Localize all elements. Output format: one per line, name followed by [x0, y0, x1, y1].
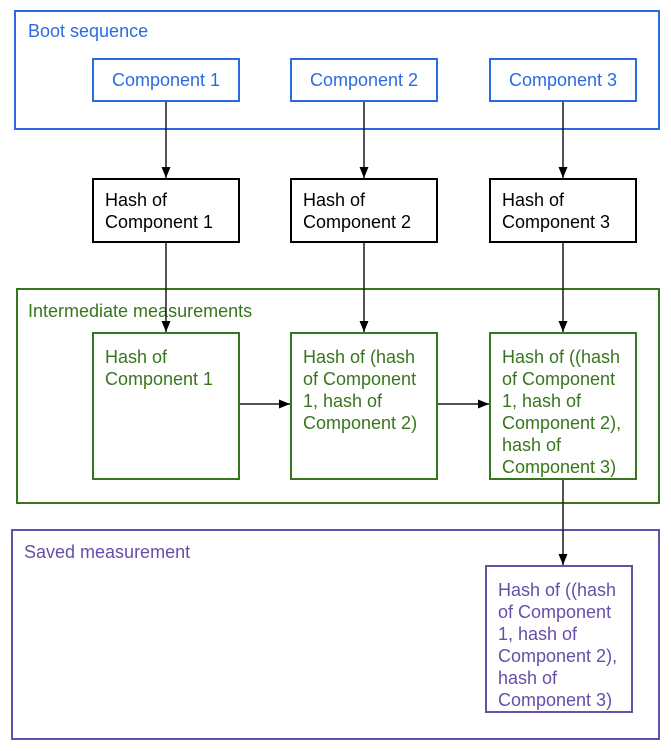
boot-sequence-container: Boot sequence Component 1 Component 2 Co…	[14, 10, 660, 130]
component-3-box: Component 3	[489, 58, 637, 102]
intermediate-measurements-label: Intermediate measurements	[28, 301, 253, 321]
component-1-label: Component 1	[111, 70, 221, 90]
intermediate-measurement-1-box: Hash of Component 1	[92, 332, 240, 480]
intermediate-measurements-container: Intermediate measurements Hash of Compon…	[16, 288, 660, 504]
hash-of-component-3-text: Hash of Component 3	[502, 189, 611, 232]
component-3-label: Component 3	[508, 70, 618, 90]
intermediate-measurement-3-text: Hash of ((hash of Component 1, hash of C…	[502, 347, 622, 477]
saved-measurement-label: Saved measurement	[24, 542, 191, 562]
hash-of-component-2-text: Hash of Component 2	[303, 189, 412, 232]
hash-of-component-1-text: Hash of Component 1	[105, 189, 214, 232]
saved-measurement-container: Saved measurement Hash of ((hash of Comp…	[11, 529, 660, 740]
component-2-box: Component 2	[290, 58, 438, 102]
hash-of-component-1-box: Hash of Component 1	[92, 178, 240, 243]
intermediate-measurement-1-text: Hash of Component 1	[105, 347, 214, 389]
boot-sequence-label: Boot sequence	[28, 21, 149, 41]
intermediate-measurement-2-box: Hash of (hash of Component 1, hash of Co…	[290, 332, 438, 480]
saved-measurement-text: Hash of ((hash of Component 1, hash of C…	[498, 580, 618, 710]
component-1-box: Component 1	[92, 58, 240, 102]
hash-of-component-2-box: Hash of Component 2	[290, 178, 438, 243]
intermediate-measurement-3-box: Hash of ((hash of Component 1, hash of C…	[489, 332, 637, 480]
hash-of-component-3-box: Hash of Component 3	[489, 178, 637, 243]
intermediate-measurement-2-text: Hash of (hash of Component 1, hash of Co…	[303, 347, 418, 433]
component-2-label: Component 2	[309, 70, 419, 90]
saved-measurement-box: Hash of ((hash of Component 1, hash of C…	[485, 565, 633, 713]
